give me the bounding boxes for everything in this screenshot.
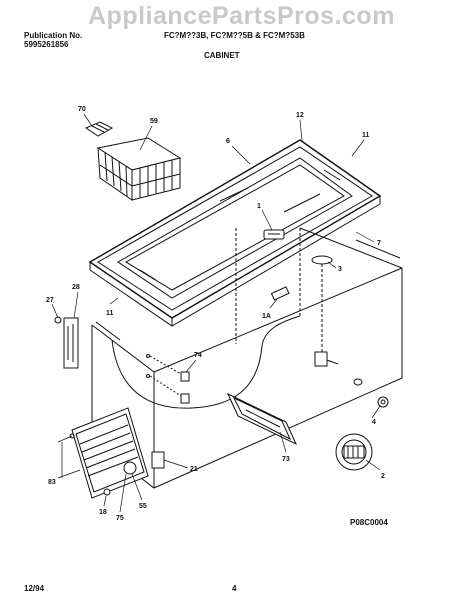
watermark: AppliancePartsPros.com bbox=[88, 2, 395, 30]
callout-18: 18 bbox=[99, 509, 107, 516]
callout-59: 59 bbox=[150, 118, 158, 125]
callout-21: 21 bbox=[190, 466, 198, 473]
publication-number: 5995261856 bbox=[24, 40, 69, 49]
callout-1a: 1A bbox=[262, 313, 271, 320]
page-number: 4 bbox=[232, 584, 237, 593]
callout-55: 55 bbox=[139, 503, 147, 510]
grommet-part bbox=[335, 433, 373, 471]
screw-part bbox=[103, 488, 111, 496]
basket-part bbox=[96, 137, 182, 201]
clip-part bbox=[180, 371, 190, 382]
drain-part bbox=[270, 286, 290, 301]
callout-11-lower: 11 bbox=[106, 310, 114, 317]
callout-1: 1 bbox=[257, 203, 261, 210]
model-numbers: FC?M??3B, FC?M??5B & FC?M?53B bbox=[164, 31, 305, 40]
callout-70: 70 bbox=[78, 106, 86, 113]
callout-2: 2 bbox=[381, 473, 385, 480]
footer-date: 12/94 bbox=[24, 584, 45, 593]
callout-7: 7 bbox=[377, 240, 381, 247]
drain-tube-part bbox=[314, 351, 389, 408]
lid-assembly bbox=[88, 139, 382, 327]
cabinet-body bbox=[91, 227, 403, 489]
callout-3: 3 bbox=[338, 266, 342, 273]
basket-handle-part bbox=[84, 121, 114, 137]
callout-27: 27 bbox=[46, 297, 54, 304]
callout-28: 28 bbox=[72, 284, 80, 291]
publication-label: Publication No. bbox=[24, 31, 83, 40]
callout-73: 73 bbox=[282, 456, 290, 463]
section-title: CABINET bbox=[204, 51, 240, 60]
grille-panel-part bbox=[69, 407, 149, 499]
callout-11: 11 bbox=[362, 132, 370, 139]
clip-part bbox=[180, 393, 190, 404]
hinge-part bbox=[54, 316, 79, 369]
callout-6: 6 bbox=[226, 138, 230, 145]
callout-74: 74 bbox=[194, 352, 202, 359]
callout-4: 4 bbox=[372, 419, 376, 426]
diagram-code: P08C0004 bbox=[350, 518, 388, 527]
callout-83: 83 bbox=[48, 479, 56, 486]
callout-12: 12 bbox=[296, 112, 304, 119]
callout-75: 75 bbox=[116, 515, 124, 522]
power-cord-part bbox=[151, 451, 165, 469]
nameplate-part bbox=[226, 392, 298, 446]
